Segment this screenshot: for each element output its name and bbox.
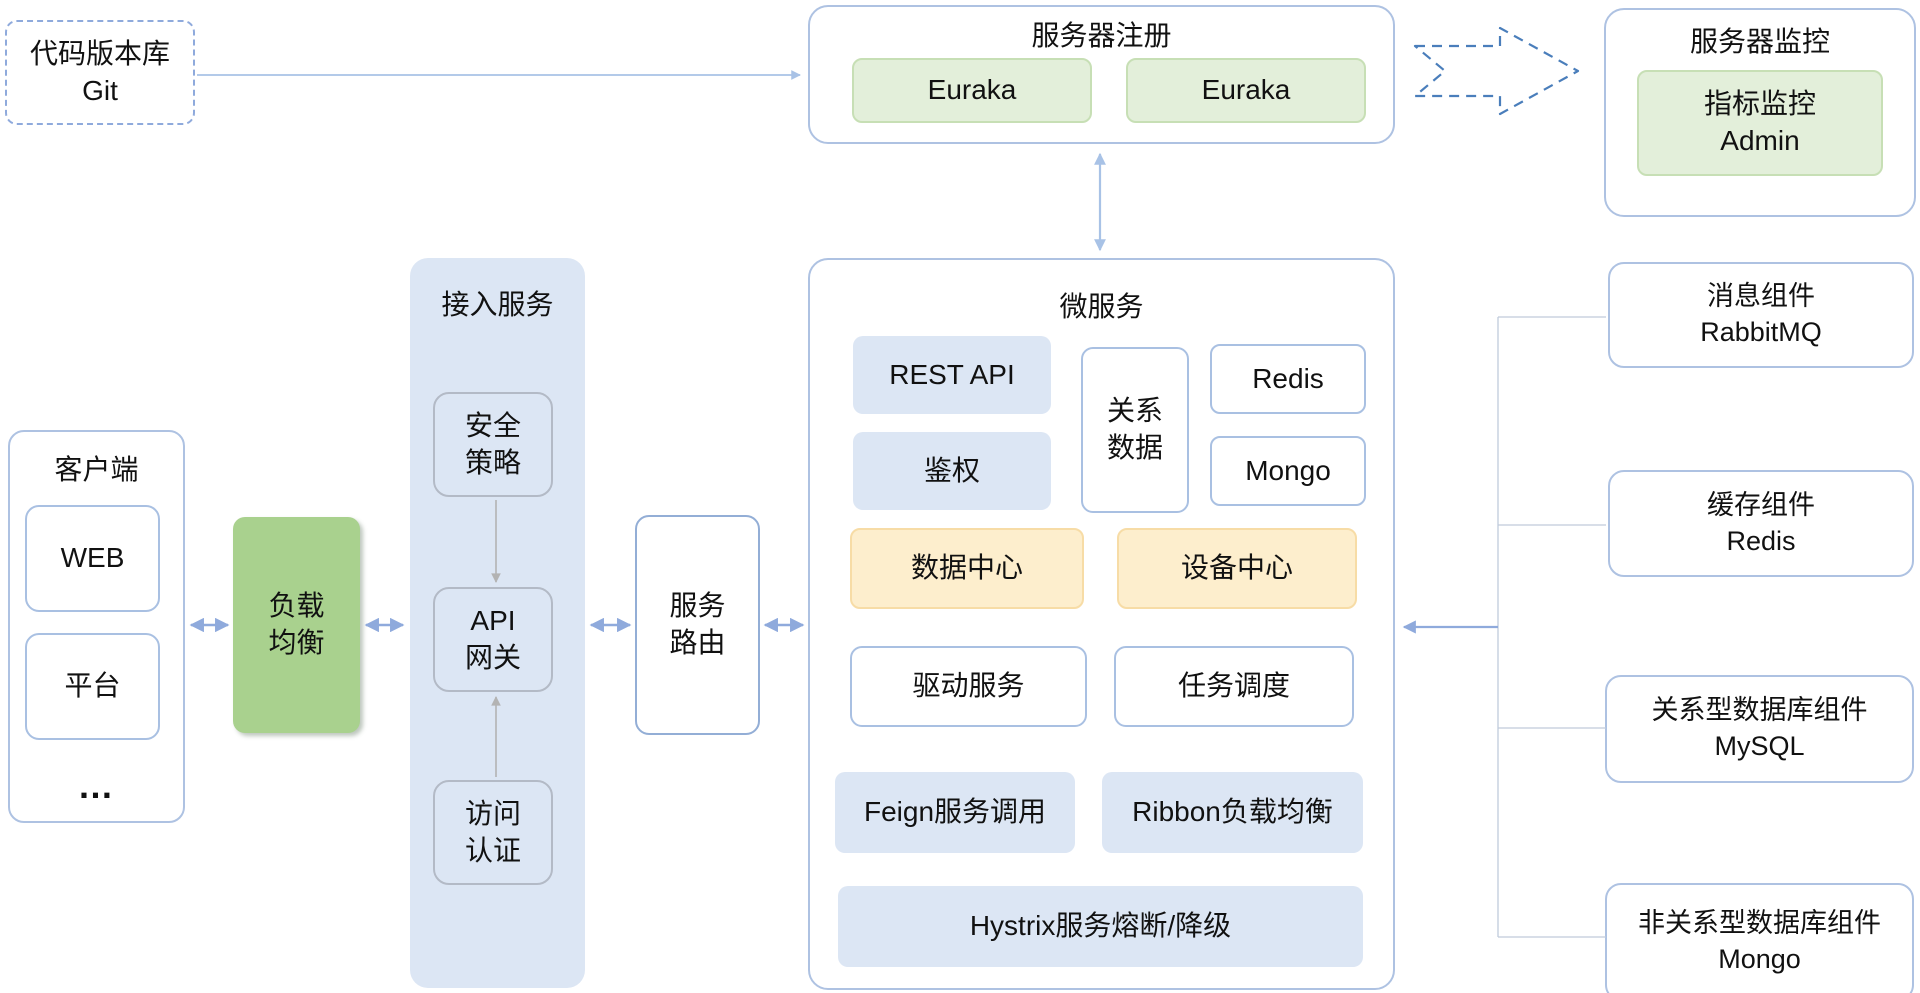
access-service-title: 接入服务 [441, 289, 554, 320]
microservice-title: 微服务 [1059, 291, 1144, 322]
nonrelational-db-component-node: 非关系型数据库组件 Mongo [1605, 883, 1914, 993]
feign-node: Feign服务调用 [835, 772, 1075, 853]
api-gateway-node: API 网关 [433, 587, 553, 692]
eureka-node-1: Euraka [852, 58, 1092, 123]
data-center-node: 数据中心 [850, 528, 1084, 609]
relation-data-node: 关系 数据 [1081, 347, 1189, 513]
eureka-node-2: Euraka [1126, 58, 1366, 123]
load-balancer-node: 负载 均衡 [233, 517, 360, 733]
client-more-ellipsis: … [77, 765, 116, 806]
web-client-node: WEB [25, 505, 160, 612]
task-scheduler-node: 任务调度 [1114, 646, 1354, 727]
security-policy-node: 安全 策略 [433, 392, 553, 497]
component-connector-tree [1497, 316, 1606, 938]
message-component-node: 消息组件 RabbitMQ [1608, 262, 1914, 368]
dashed-arrow-registry-to-monitor [1413, 26, 1580, 116]
rest-api-node: REST API [853, 336, 1051, 414]
authz-node: 鉴权 [853, 432, 1051, 510]
hystrix-node: Hystrix服务熔断/降级 [838, 886, 1363, 967]
git-repo-node: 代码版本库 Git [5, 20, 195, 125]
relational-db-component-node: 关系型数据库组件 MySQL [1605, 675, 1914, 783]
redis-node: Redis [1210, 344, 1366, 414]
mongo-node: Mongo [1210, 436, 1366, 506]
driver-service-node: 驱动服务 [850, 646, 1087, 727]
service-registry-title: 服务器注册 [1031, 20, 1172, 51]
server-monitor-title: 服务器监控 [1689, 26, 1830, 57]
platform-client-node: 平台 [25, 633, 160, 740]
client-title: 客户端 [54, 454, 139, 485]
access-auth-node: 访问 认证 [433, 780, 553, 885]
device-center-node: 设备中心 [1117, 528, 1357, 609]
metrics-admin-node: 指标监控 Admin [1637, 70, 1883, 176]
client-container [8, 430, 185, 823]
cache-component-node: 缓存组件 Redis [1608, 470, 1914, 577]
service-route-node: 服务 路由 [635, 515, 760, 735]
ribbon-node: Ribbon负载均衡 [1102, 772, 1363, 853]
